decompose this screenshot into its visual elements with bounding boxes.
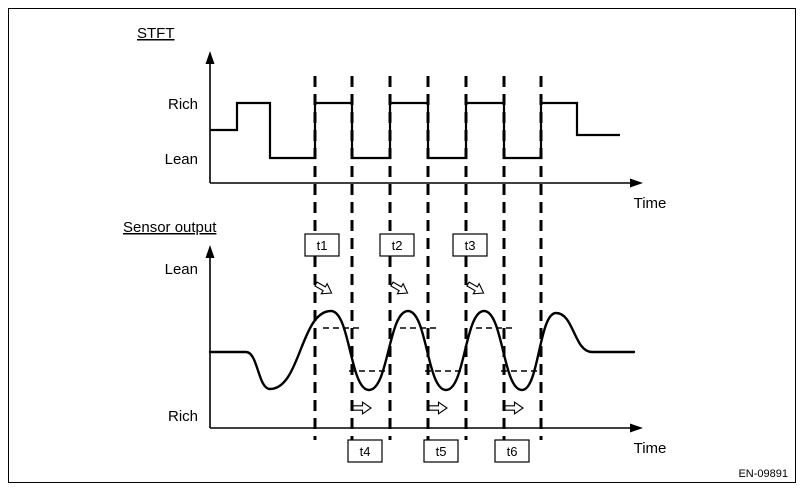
stft-rich-label: Rich [168,96,198,113]
marker-box-rect [304,233,340,257]
delay-arrow-icon [428,401,448,415]
sensor-time-label: Time [634,440,667,457]
stft-x-axis-arrow-icon [630,178,643,188]
marker-box-rect [423,439,459,463]
marker-box-t2: t2 [379,233,415,257]
delay-arrow-icon [504,401,524,415]
sensor-title: Sensor output [123,219,217,236]
stft-chart: STFT Rich Lean Time [137,25,666,212]
sensor-y-axis-arrow-icon [205,245,215,258]
marker-box-rect [347,439,383,463]
marker-box-t6: t6 [494,439,530,463]
stft-wave [210,101,620,160]
sensor-chart: Sensor output Lean Rich Time [123,219,666,457]
sensor-x-axis-arrow-icon [630,423,643,433]
stft-title: STFT [137,25,175,42]
sensor-rich-label: Rich [168,408,198,425]
marker-box-t4: t4 [347,439,383,463]
sensor-wave [208,309,636,392]
delay-arrow-icon [314,281,333,295]
annotations [314,281,539,415]
sensor-lean-label: Lean [165,261,198,278]
marker-box-rect [379,233,415,257]
marker-box-rect [452,233,488,257]
marker-label-t4: t4 [360,444,371,459]
marker-box-rect [494,439,530,463]
marker-label-t2: t2 [392,238,403,253]
delay-arrow-icon [390,281,409,295]
marker-box-t3: t3 [452,233,488,257]
marker-boxes: t1 t2 t3 t4 t5 t6 [304,233,530,463]
delay-arrow-icon [466,281,485,295]
stft-y-axis-arrow-icon [205,51,215,64]
marker-label-t5: t5 [436,444,447,459]
marker-box-t5: t5 [423,439,459,463]
figure-border [8,8,796,483]
marker-box-t1: t1 [304,233,340,257]
figure-code: EN-09891 [738,468,788,480]
stft-time-label: Time [634,195,667,212]
delay-arrow-icon [352,401,372,415]
marker-label-t1: t1 [317,238,328,253]
marker-label-t6: t6 [507,444,518,459]
marker-label-t3: t3 [465,238,476,253]
stft-lean-label: Lean [165,151,198,168]
